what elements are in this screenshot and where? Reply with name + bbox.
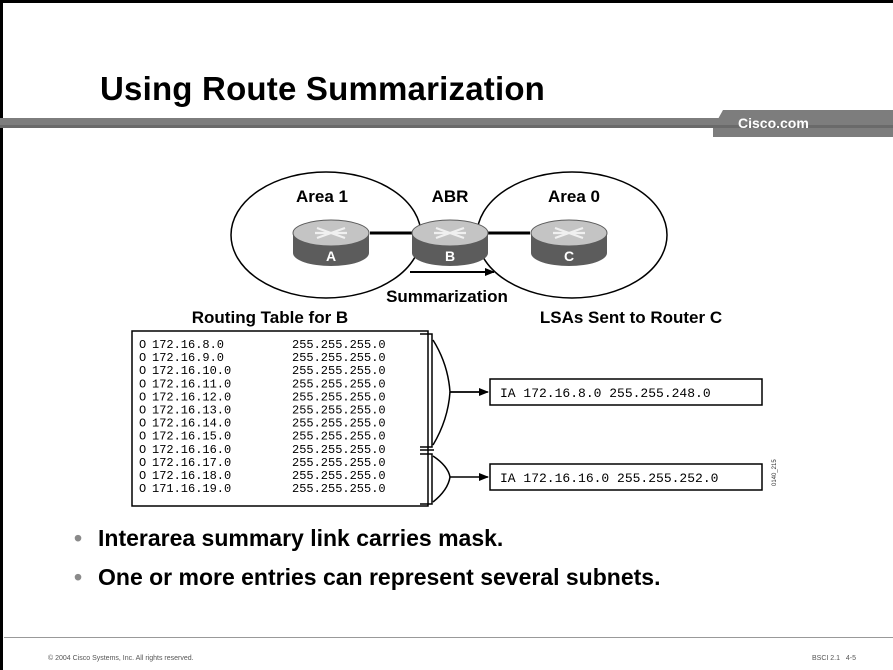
rt-mask: 255.255.255.0 xyxy=(292,417,386,431)
title-band-stripe xyxy=(0,118,893,128)
rt-network: 172.16.16.0 xyxy=(152,443,231,457)
lsa-title: LSAs Sent to Router C xyxy=(540,308,722,327)
area-0-label: Area 0 xyxy=(548,187,600,206)
rt-code: O xyxy=(139,430,146,444)
rt-network: 172.16.9.0 xyxy=(152,351,224,365)
rt-mask: 255.255.255.0 xyxy=(292,404,386,418)
abr-label: ABR xyxy=(432,187,469,206)
bullet-item: • One or more entries can represent seve… xyxy=(74,564,661,597)
curve-lower-2 xyxy=(432,476,451,503)
rt-mask: 255.255.255.0 xyxy=(292,377,386,391)
rt-network: 172.16.15.0 xyxy=(152,430,231,444)
rt-mask: 255.255.255.0 xyxy=(292,338,386,352)
table-row: O 172.16.12.0 255.255.255.0 xyxy=(139,390,386,404)
rt-code: O xyxy=(139,456,146,470)
rt-network: 172.16.12.0 xyxy=(152,390,231,404)
bullet-dot-icon: • xyxy=(74,525,83,551)
table-row: O 172.16.8.0 255.255.255.0 xyxy=(139,338,386,352)
lsa-entry-1: IA 172.16.8.0 255.255.248.0 xyxy=(500,386,711,401)
curve-upper-2 xyxy=(432,455,451,478)
rt-code: O xyxy=(139,377,146,391)
lsa-box-1 xyxy=(489,378,763,406)
rt-network: 172.16.13.0 xyxy=(152,404,231,418)
routing-table-box xyxy=(131,330,429,507)
curve-lower-1 xyxy=(432,391,451,446)
rt-mask: 255.255.255.0 xyxy=(292,351,386,365)
router-b-label: B xyxy=(445,248,455,264)
lsa-entry-2: IA 172.16.16.0 255.255.252.0 xyxy=(500,471,718,486)
table-row: O 172.16.17.0 255.255.255.0 xyxy=(139,456,386,470)
table-row: O 172.16.18.0 255.255.255.0 xyxy=(139,469,386,483)
rt-network: 172.16.14.0 xyxy=(152,417,231,431)
bullet-text: One or more entries can represent severa… xyxy=(98,564,661,590)
cisco-com-label: Cisco.com xyxy=(738,115,809,131)
figure-id: 0140_215 xyxy=(772,459,778,486)
rt-network: 172.16.10.0 xyxy=(152,364,231,378)
router-c-label: C xyxy=(564,248,574,264)
rt-mask: 255.255.255.0 xyxy=(292,430,386,444)
table-row: O 172.16.15.0 255.255.255.0 xyxy=(139,430,386,444)
router-a-icon: A xyxy=(292,219,370,266)
table-row: O 172.16.13.0 255.255.255.0 xyxy=(139,404,386,418)
footer-rule xyxy=(4,637,893,638)
rt-network: 172.16.18.0 xyxy=(152,469,231,483)
rt-network: 171.16.19.0 xyxy=(152,482,231,496)
rt-network: 172.16.8.0 xyxy=(152,338,224,352)
rt-network: 172.16.17.0 xyxy=(152,456,231,470)
rt-mask: 255.255.255.0 xyxy=(292,469,386,483)
rt-mask: 255.255.255.0 xyxy=(292,390,386,404)
bracket-group-2 xyxy=(420,453,433,505)
rt-code: O xyxy=(139,351,146,365)
router-b-icon: B xyxy=(411,219,489,266)
rt-code: O xyxy=(139,364,146,378)
rt-code: O xyxy=(139,404,146,418)
area-1-label: Area 1 xyxy=(296,187,348,206)
footer-course: BSCI 2.1 xyxy=(812,655,841,662)
router-a-label: A xyxy=(326,248,336,264)
rt-code: O xyxy=(139,482,146,496)
bullet-dot-icon: • xyxy=(74,564,83,590)
table-row: O 172.16.16.0 255.255.255.0 xyxy=(139,443,386,457)
bracket-group-1 xyxy=(420,333,433,448)
bullet-item: • Interarea summary link carries mask. xyxy=(74,525,660,558)
title-band-shadow xyxy=(0,125,893,128)
rt-code: O xyxy=(139,338,146,352)
title-band-tab xyxy=(713,110,893,137)
table-row: O 172.16.11.0 255.255.255.0 xyxy=(139,377,386,391)
rt-mask: 255.255.255.0 xyxy=(292,482,386,496)
rt-network: 172.16.11.0 xyxy=(152,377,231,391)
footer-page: 4-5 xyxy=(845,655,856,662)
summarization-label: Summarization xyxy=(386,287,508,306)
slide-top-border xyxy=(0,0,893,3)
page-title: Using Route Summarization xyxy=(100,70,546,107)
rt-code: O xyxy=(139,390,146,404)
table-row: O 171.16.19.0 255.255.255.0 xyxy=(139,482,386,496)
rt-mask: 255.255.255.0 xyxy=(292,456,386,470)
table-row: O 172.16.9.0 255.255.255.0 xyxy=(139,351,386,365)
title-band xyxy=(0,110,893,137)
routing-table-title: Routing Table for B xyxy=(192,308,348,327)
lsa-box-2 xyxy=(489,463,763,491)
rt-mask: 255.255.255.0 xyxy=(292,443,386,457)
rt-code: O xyxy=(139,469,146,483)
table-row: O 172.16.14.0 255.255.255.0 xyxy=(139,417,386,431)
footer-course-page: BSCI 2.1 4-5 xyxy=(812,655,856,662)
bullet-list: • Interarea summary link carries mask. •… xyxy=(74,525,661,597)
slide-left-border xyxy=(0,0,3,670)
router-c-icon: C xyxy=(530,219,608,266)
footer-copyright: © 2004 Cisco Systems, Inc. All rights re… xyxy=(48,655,194,662)
bullet-text: Interarea summary link carries mask. xyxy=(98,525,504,551)
rt-code: O xyxy=(139,443,146,457)
rt-code: O xyxy=(139,417,146,431)
rt-mask: 255.255.255.0 xyxy=(292,364,386,378)
curve-upper-1 xyxy=(432,339,485,393)
table-row: O 172.16.10.0 255.255.255.0 xyxy=(139,364,386,378)
